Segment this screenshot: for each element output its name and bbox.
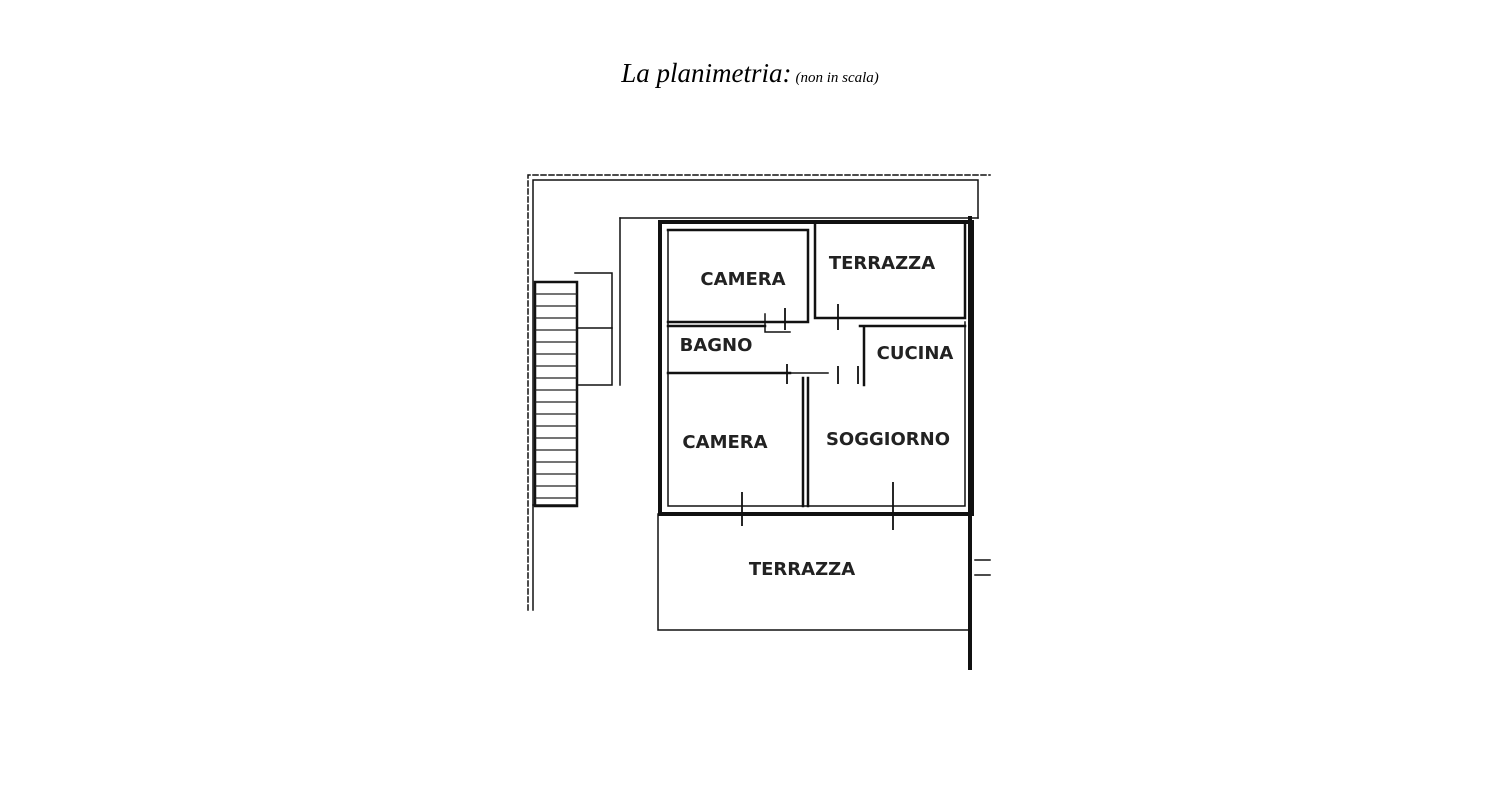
- staircase: [533, 217, 621, 508]
- room-label-cucina: CUCINA: [877, 343, 954, 364]
- room-label-bagno: BAGNO: [680, 335, 753, 356]
- staircase-outline: [533, 280, 579, 508]
- scale-note: (non in scala): [795, 70, 879, 86]
- room-label-terrazza-top: TERRAZZA: [829, 253, 935, 274]
- apartment-inner-line: [667, 229, 966, 507]
- room-label-camera-bottom: CAMERA: [682, 432, 767, 453]
- room-label-soggiorno: SOGGIORNO: [826, 429, 950, 450]
- outer-wall-inner-line: [532, 179, 979, 611]
- outer-wall-left-top: [527, 174, 991, 611]
- terrazza-bottom-border: [657, 513, 969, 631]
- title-text: La planimetria:: [621, 58, 792, 88]
- terrace-walls: [657, 216, 991, 670]
- page-title: La planimetria: (non in scala): [0, 58, 1500, 89]
- bagno-fixture: [764, 313, 791, 333]
- right-wall-notch: [974, 559, 991, 576]
- bagno-walls: [666, 324, 792, 375]
- camera-soggiorno-divider: [801, 376, 810, 508]
- room-label-terrazza-bottom: TERRAZZA: [749, 559, 855, 580]
- room-label-camera-top: CAMERA: [700, 269, 785, 290]
- terrazza-top-walls: [813, 220, 967, 320]
- outer-walls: [527, 174, 991, 611]
- cucina-walls: [858, 324, 967, 387]
- camera-top-walls: [666, 228, 810, 324]
- stair-side-box: [574, 272, 613, 386]
